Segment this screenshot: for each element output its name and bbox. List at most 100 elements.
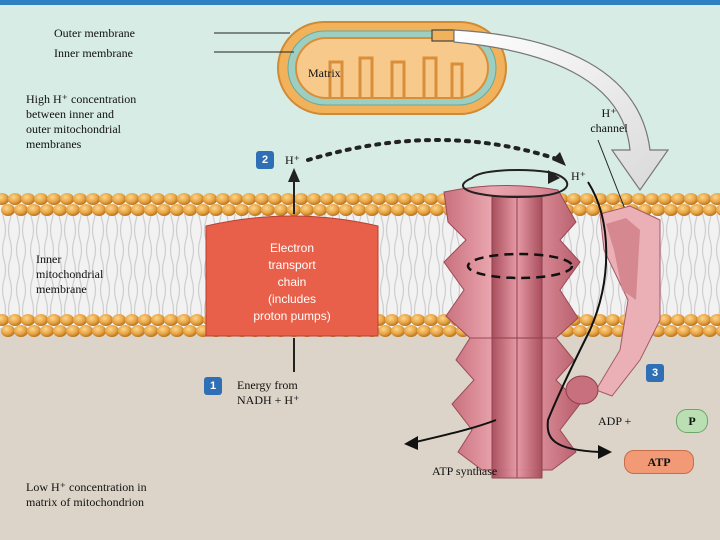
phospholipid-head (151, 193, 165, 205)
phospholipid-head (131, 325, 145, 337)
phospholipid-head (281, 193, 295, 205)
inner-mitochondrial-membrane-label: Inner mitochondrial membrane (36, 252, 104, 296)
phospholipid-head (443, 325, 457, 337)
phospholipid-head (573, 204, 587, 216)
phospholipid-head (385, 314, 399, 326)
phospholipid-head (573, 325, 587, 337)
phospholipid-head (261, 204, 275, 216)
phospholipid-head (703, 325, 717, 337)
zoom-arrow (453, 29, 670, 192)
phospholipid-head (235, 204, 249, 216)
phospholipid-head (99, 193, 113, 205)
phospholipid-head (183, 325, 197, 337)
phospholipid-head (567, 193, 581, 205)
phospholipid-head (157, 325, 171, 337)
phospholipid-head (398, 314, 412, 326)
phospholipid-head (430, 325, 444, 337)
phospholipid-head (190, 193, 204, 205)
phospholipid-head (164, 193, 178, 205)
phospholipid-head (424, 314, 438, 326)
phospholipid-head (86, 193, 100, 205)
phospholipid-head (586, 325, 600, 337)
phospholipid-head (352, 204, 366, 216)
phospholipid-head (144, 204, 158, 216)
phospholipid-head (92, 204, 106, 216)
phospholipid-head (248, 204, 262, 216)
phospholipid-head (138, 193, 152, 205)
phospholipid-head (66, 325, 80, 337)
phospholipid-head (671, 193, 685, 205)
phospholipid-head (47, 193, 61, 205)
phospholipid-head (430, 204, 444, 216)
phospholipid-head (8, 193, 22, 205)
phospholipid-head (105, 204, 119, 216)
phospholipid-head (125, 314, 139, 326)
phospholipid-head (27, 325, 41, 337)
phospholipid-head (79, 325, 93, 337)
phospholipid-head (417, 204, 431, 216)
catalytic-site (565, 375, 599, 405)
phospholipid-head (255, 193, 269, 205)
phospholipid-head (164, 314, 178, 326)
phospholipid-head (47, 314, 61, 326)
phospholipid-head (378, 204, 392, 216)
phospholipid-head (177, 314, 191, 326)
h-ion-right-label: H⁺ (571, 169, 586, 183)
phospholipid-head (14, 204, 28, 216)
phospholipid-head (131, 204, 145, 216)
etc-up-arrowhead (288, 168, 300, 182)
phospholipid-head (222, 204, 236, 216)
phospholipid-head (586, 204, 600, 216)
phospholipid-head (697, 193, 711, 205)
atp-synthase-label: ATP synthase (432, 464, 498, 478)
phospholipid-head (40, 204, 54, 216)
phospholipid-head (118, 325, 132, 337)
atp-pill: ATP (624, 450, 694, 474)
phospholipid-head (404, 325, 418, 337)
phospholipid-head (671, 314, 685, 326)
phospholipid-head (229, 193, 243, 205)
phospholipid-head (300, 204, 314, 216)
phospholipid-head (274, 204, 288, 216)
phospholipid-head (21, 193, 35, 205)
phospholipid-head (684, 314, 698, 326)
phospholipid-head (320, 193, 334, 205)
phospholipid-head (34, 193, 48, 205)
h-channel-path (546, 181, 608, 453)
phospholipid-head (105, 325, 119, 337)
phospholipid-head (242, 193, 256, 205)
etc-block-shape (205, 215, 379, 337)
phospholipid-head (53, 204, 67, 216)
top-band (0, 0, 720, 5)
inner-membrane-label: Inner membrane (54, 46, 133, 60)
phospholipid-head (716, 204, 720, 216)
phospholipid-head (183, 204, 197, 216)
phospholipid-head (645, 193, 659, 205)
phospholipid-head (118, 204, 132, 216)
adp-label: ADP + (598, 414, 632, 428)
phospholipid-head (593, 314, 607, 326)
phospholipid-head (684, 193, 698, 205)
phospholipid-head (664, 325, 678, 337)
outer-membrane-label: Outer membrane (54, 26, 135, 40)
phospholipid-head (703, 204, 717, 216)
atp-synthase-complex (443, 184, 661, 479)
phospholipid-head (359, 193, 373, 205)
phospholipid-head (716, 325, 720, 337)
phospholipid-head (651, 204, 665, 216)
phospholipid-head (8, 314, 22, 326)
phospholipid-head (1, 325, 15, 337)
phospholipid-head (203, 193, 217, 205)
h-ion-top-label: H⁺ (285, 153, 300, 167)
phospholipid-head (365, 204, 379, 216)
h-exit-arrow (415, 419, 497, 443)
h-diffusion-path (306, 138, 562, 162)
phospholipid-head (333, 193, 347, 205)
phospholipid-head (294, 193, 308, 205)
phospholipid-head (27, 204, 41, 216)
phospholipid-head (391, 325, 405, 337)
phospholipid-head (580, 193, 594, 205)
phospholipid-head (398, 193, 412, 205)
phospholipid-head (53, 325, 67, 337)
